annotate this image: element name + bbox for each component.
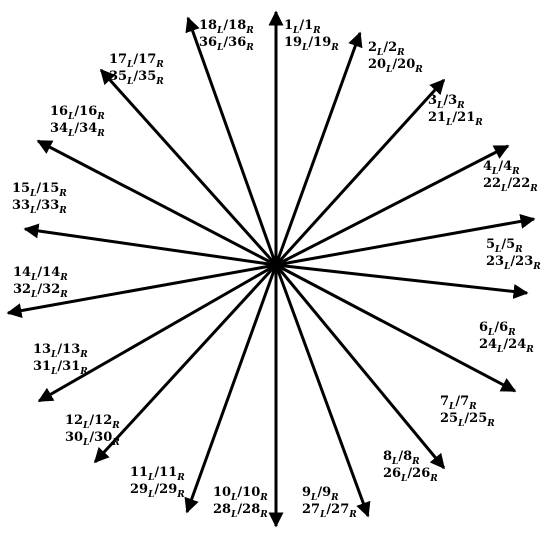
label-line-primary: 18L/18R [199,18,254,36]
label-line-secondary: 31L/31R [33,359,88,377]
label-line-primary: 13L/13R [33,342,88,360]
label-line-primary: 12L/12R [65,413,120,431]
label-line-secondary: 21L/21R [428,110,483,128]
label-line-primary: 2L/2R [368,40,405,58]
arrow-17 [99,68,278,267]
arrow-18 [185,16,278,266]
arrow-6 [275,263,529,299]
label-line-secondary: 23L/23R [486,254,541,272]
label-line-secondary: 24L/24R [479,337,534,355]
label-line-primary: 4L/4R [483,159,520,177]
label-line-secondary: 32L/32R [13,282,68,300]
arrow-group [6,10,536,528]
label-line-secondary: 29L/29R [130,482,185,500]
arrow-16 [36,139,277,267]
arrow-4 [275,144,510,267]
arrow-3 [274,78,446,267]
label-line-primary: 11L/11R [130,465,185,483]
label-line-secondary: 22L/22R [483,176,538,194]
arrow-2 [274,31,363,266]
label-line-primary: 3L/3R [428,93,465,111]
label-line-primary: 6L/6R [479,320,516,338]
label-line-secondary: 26L/26R [383,466,438,484]
label-line-primary: 7L/7R [440,394,477,412]
label-line-primary: 16L/16R [50,104,105,122]
label-line-secondary: 19L/19R [284,35,339,53]
label-line-secondary: 20L/20R [368,57,423,75]
arrow-12 [93,263,278,464]
arrow-13 [37,263,277,403]
label-line-secondary: 30L/30R [65,430,120,448]
arrow-7 [275,263,517,393]
label-line-secondary: 28L/28R [213,502,268,520]
label-line-secondary: 35L/35R [109,69,164,87]
arrow-8 [274,264,446,470]
arrow-9 [274,264,371,518]
label-line-primary: 15L/15R [12,181,67,199]
label-line-secondary: 27L/27R [302,502,357,520]
label-line-primary: 9L/9R [302,485,339,503]
label-line-secondary: 33L/33R [12,198,67,216]
label-line-secondary: 25L/25R [440,411,495,429]
label-line-primary: 8L/8R [383,449,420,467]
label-line-secondary: 36L/36R [199,35,254,53]
label-line-primary: 5L/5R [486,237,523,255]
label-line-primary: 10L/10R [213,485,268,503]
arrow-14 [6,263,277,319]
arrow-5 [275,213,536,267]
arrow-15 [23,223,277,267]
label-line-secondary: 34L/34R [50,121,105,139]
label-line-primary: 1L/1R [284,18,321,36]
label-line-primary: 17L/17R [109,52,164,70]
label-line-primary: 14L/14R [13,265,68,283]
arrow-11 [184,264,278,514]
